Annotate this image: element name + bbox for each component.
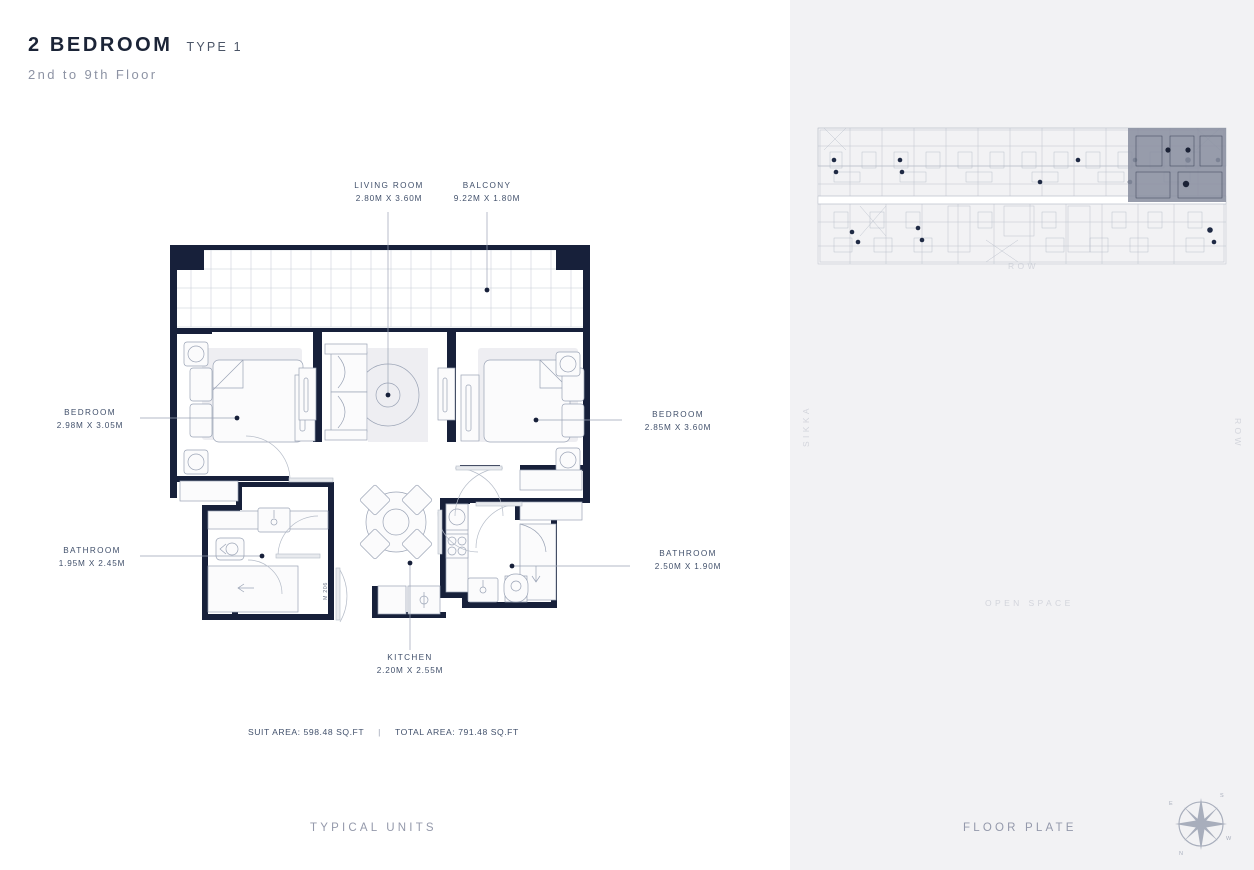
annotation-bedroom-right: BEDROOM 2.85M X 3.60M [644,410,712,432]
caption-typical-units: TYPICAL UNITS [310,822,437,834]
floor-plate-label-row-top: ROW [1008,261,1039,271]
area-separator: | [378,727,381,737]
caption-floor-plate: FLOOR PLATE [963,822,1077,834]
floor-plate-label-row-right: ROW [1233,418,1243,449]
compass-label-w: W [1226,836,1232,842]
dining-set [359,484,433,560]
unit-floor-plan: M 206 [140,212,630,650]
floor-plate-label-open-space: OPEN SPACE [985,598,1074,608]
annotation-balcony: BALCONY 9.22M X 1.80M [453,181,521,203]
floor-plate-drawing [817,127,1227,265]
compass-label-s: S [1220,793,1224,799]
page-title-type: TYPE 1 [186,40,243,54]
balcony-tiles [177,249,585,328]
highlighted-unit [1128,128,1226,202]
kitchen-fixtures [377,503,469,615]
compass-label-n: N [1179,851,1183,857]
bedroom-right-furniture [460,348,585,491]
bathroom-right-fixtures [467,501,583,603]
total-area-value: TOTAL AREA: 791.48 SQ.FT [394,727,519,737]
door-swings [245,435,523,623]
bedroom-left-furniture [179,341,316,502]
annotation-bathroom-right: BATHROOM 2.50M X 1.90M [654,549,722,571]
page-title: 2 BEDROOM [28,34,173,56]
leader-lines [140,212,630,650]
bathroom-left-fixtures [207,507,329,613]
annotation-bathroom-left: BATHROOM 1.95M X 2.45M [58,546,126,568]
annotation-kitchen: KITCHEN 2.20M X 2.55M [376,653,444,675]
area-summary: SUIT AREA: 598.48 SQ.FT | TOTAL AREA: 79… [248,727,519,737]
suit-area-value: SUIT AREA: 598.48 SQ.FT [248,727,365,737]
annotation-living-room: LIVING ROOM 2.80M X 3.60M [354,181,424,203]
annotation-bedroom-left: BEDROOM 2.98M X 3.05M [56,408,124,430]
door-tag-label: M 206 [323,582,329,600]
page-subtitle: 2nd to 9th Floor [28,67,158,82]
compass-rose: S E W N [1169,793,1232,857]
living-room-furniture [298,343,456,442]
page-header: 2 BEDROOM TYPE 1 2nd to 9th Floor [28,34,243,82]
compass-label-e: E [1169,801,1173,807]
